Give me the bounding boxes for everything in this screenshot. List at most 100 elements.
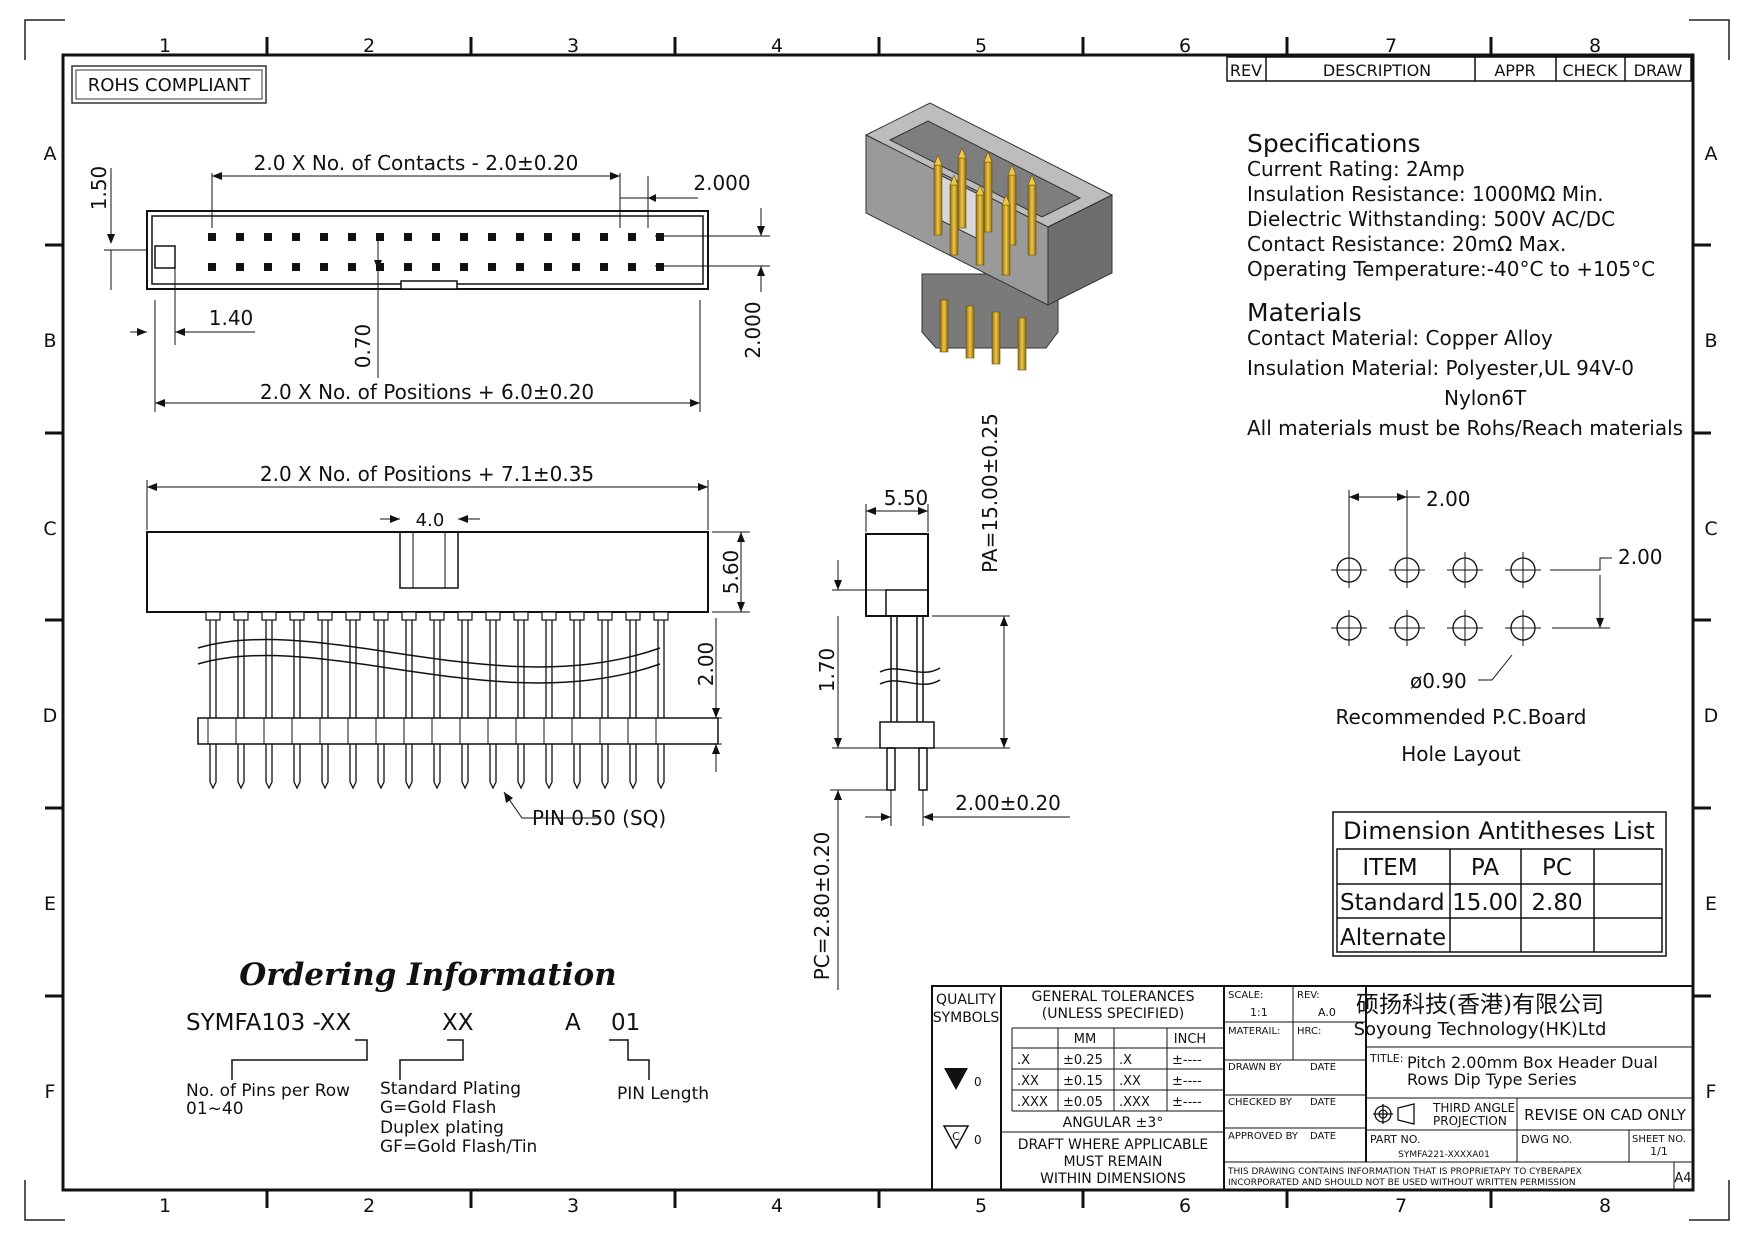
row-label: A: [44, 143, 57, 165]
row-label: F: [1706, 1081, 1717, 1103]
material-label: MATERAIL:: [1228, 1026, 1280, 1037]
rohs-label: ROHS COMPLIANT: [88, 75, 252, 96]
pin-shoulder: [373, 611, 389, 621]
dim-list-title: Dimension Antitheses List: [1343, 817, 1655, 845]
pin-square: [348, 263, 356, 271]
pin-tail: [293, 744, 301, 790]
ordering-title: Ordering Information: [239, 957, 616, 993]
pin-square: [236, 233, 244, 241]
pin-square: [544, 263, 552, 271]
pin-square: [488, 233, 496, 241]
mm-header: MM: [1074, 1032, 1096, 1047]
pin-shoulder: [289, 611, 305, 621]
dim-pc: PC=2.80±0.20: [810, 832, 834, 981]
gold-pin: [957, 157, 967, 229]
pin-shoulder: [345, 611, 361, 621]
approved-by: APPROVED BY: [1228, 1131, 1299, 1142]
plating-line: G=Gold Flash: [380, 1098, 496, 1118]
pin-square: [628, 263, 636, 271]
pin-tail: [349, 744, 357, 790]
row-label: E: [44, 893, 56, 915]
dim-pa: PA=15.00±0.25: [978, 413, 1002, 573]
part-code: SYMFA103 -XX: [186, 1010, 351, 1036]
row-label: B: [1704, 330, 1717, 352]
quality-sym-0b: 0: [974, 1133, 982, 1147]
pin-shoulder: [625, 611, 641, 621]
draft: DRAFT WHERE APPLICABLE: [1018, 1137, 1209, 1153]
pin-square: [432, 263, 440, 271]
rev-header: REV: [1230, 61, 1262, 80]
drawn-by: DRAWN BY: [1228, 1062, 1282, 1073]
tol-cell: ±0.25: [1063, 1053, 1103, 1068]
top-pin-array: [208, 233, 664, 271]
col-label: 5: [975, 1195, 987, 1217]
dim-row-pitch: 2.000: [741, 301, 765, 358]
insulation-material-2: Nylon6T: [1444, 386, 1527, 410]
check-header: CHECK: [1563, 61, 1618, 80]
gold-pin: [1017, 317, 1027, 371]
tol-cell: ±----: [1172, 1053, 1202, 1068]
appr-header: APPR: [1494, 61, 1535, 80]
dimension-list-table: Dimension Antitheses List ITEM PA PC Sta…: [1332, 811, 1667, 957]
gold-pin: [1027, 184, 1037, 256]
pin-square: [488, 263, 496, 271]
col-label: 7: [1395, 1195, 1407, 1217]
pin-tail: [237, 744, 245, 790]
col-label: 3: [567, 35, 579, 57]
dim-list-cell: 2.80: [1531, 890, 1582, 916]
col-label: 1: [159, 35, 171, 57]
zone-labels: 1 2 3 4 5 6 7 8 1 2 3 4 5 6 7 8 A B C D …: [43, 35, 1719, 1217]
drawn-date: DATE: [1310, 1062, 1336, 1073]
pins-range: 01~40: [186, 1099, 244, 1119]
pin-square: [656, 233, 664, 241]
pin-square: [320, 233, 328, 241]
dim-0-70: 0.70: [351, 324, 375, 369]
a-code: A: [565, 1010, 581, 1036]
spec-line: Insulation Resistance: 1000MΩ Min.: [1247, 182, 1604, 206]
pin-square: [264, 233, 272, 241]
gen-tol: GENERAL TOLERANCES: [1032, 989, 1195, 1005]
gold-pin: [991, 311, 1001, 365]
side-view: 5.50 PA=15.00±0.25 1.70 2.00±0.20 PC=2.8…: [810, 413, 1070, 990]
hrc-label: HRC:: [1297, 1026, 1321, 1037]
gold-pin: [939, 299, 949, 353]
top-view: 2.0 X No. of Contacts - 2.0±0.20 2.000 1…: [87, 151, 770, 412]
dwg-no-label: DWG NO.: [1521, 1133, 1572, 1146]
pin-square: [404, 263, 412, 271]
pin-square: [320, 263, 328, 271]
title-block: QUALITY SYMBOLS 0 C 0 GENERAL TOLERANCES…: [931, 985, 1694, 1191]
tol-cell: ±0.15: [1063, 1074, 1103, 1089]
col-label: 3: [567, 1195, 579, 1217]
inch-header: INCH: [1174, 1032, 1206, 1047]
third-angle-2: PROJECTION: [1433, 1114, 1507, 1128]
pcb-caption-1: Recommended P.C.Board: [1336, 705, 1587, 729]
rohs-box: [71, 65, 267, 104]
col-label: 6: [1179, 1195, 1191, 1217]
tol-cell: ±----: [1172, 1095, 1202, 1110]
gold-pin-tip: [949, 174, 959, 186]
connector-3d-view: [864, 102, 1114, 371]
pin-square: [432, 233, 440, 241]
pin-shoulder: [485, 611, 501, 621]
gold-pin-tip: [933, 154, 943, 166]
materials-heading: Materials: [1247, 298, 1362, 327]
pin-square: [348, 233, 356, 241]
must-remain: MUST REMAIN: [1063, 1154, 1162, 1170]
plating-line: GF=Gold Flash/Tin: [380, 1137, 537, 1157]
pcb-hole-array: [1331, 552, 1541, 646]
col-label: 6: [1179, 35, 1191, 57]
col-label: 2: [363, 1195, 375, 1217]
company-en: Soyoung Technology(HK)Ltd: [1354, 1019, 1607, 1040]
pin-tail: [405, 744, 413, 790]
part-no-label: PART NO.: [1370, 1133, 1420, 1146]
pin-shoulder: [429, 611, 445, 621]
pin-tail: [377, 744, 385, 790]
gold-pin: [933, 164, 943, 236]
third-angle-1: THIRD ANGLE: [1432, 1101, 1515, 1115]
ordering-information: Ordering Information SYMFA103 -XX XX A 0…: [186, 957, 709, 1157]
pin-square: [656, 263, 664, 271]
within: WITHIN DIMENSIONS: [1040, 1171, 1186, 1187]
pin-shoulder: [317, 611, 333, 621]
unless: (UNLESS SPECIFIED): [1042, 1006, 1184, 1022]
